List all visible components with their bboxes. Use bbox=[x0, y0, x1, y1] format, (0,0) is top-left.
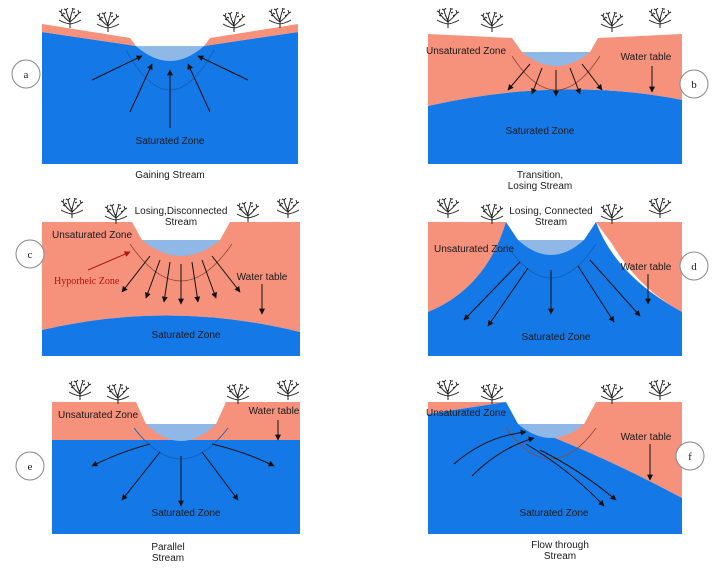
panel-badge bbox=[15, 239, 45, 269]
plant-icon bbox=[436, 198, 460, 218]
plant-icon bbox=[226, 384, 250, 404]
plant-icon bbox=[648, 380, 672, 400]
plant-icon bbox=[600, 204, 624, 224]
panel-badge-label: d bbox=[691, 261, 697, 273]
unsaturated-zone-d bbox=[428, 222, 682, 312]
flow-arrows-c bbox=[121, 255, 265, 315]
plant-icon bbox=[648, 8, 672, 28]
flow-arrows-e bbox=[91, 420, 281, 507]
plant-icon bbox=[276, 198, 300, 218]
unsaturated-zone-label: Unsaturated Zone bbox=[426, 46, 506, 57]
plant-icon bbox=[600, 12, 624, 32]
panel-badge bbox=[679, 69, 709, 99]
plant-icon bbox=[222, 12, 246, 32]
plant-icon bbox=[276, 380, 300, 400]
water-table-label: Water table bbox=[237, 272, 288, 283]
plant-icon bbox=[480, 384, 504, 404]
stream-b bbox=[522, 52, 590, 66]
unsaturated-zone-label: Unsaturated Zone bbox=[434, 244, 514, 255]
saturated-zone-label: Saturated Zone bbox=[522, 332, 591, 343]
panel-b: Unsaturated Zone Water table Saturated Z… bbox=[426, 8, 709, 192]
unsaturated-zone-a bbox=[42, 24, 298, 46]
panel-badge-label: f bbox=[688, 451, 692, 463]
hyporheic-zone-f bbox=[505, 427, 597, 460]
flow-arrows-f bbox=[453, 429, 653, 507]
panel-badge-label: c bbox=[28, 249, 33, 261]
water-table-label: Water table bbox=[621, 52, 672, 63]
saturated-zone-label: Saturated Zone bbox=[152, 330, 221, 341]
plant-icon bbox=[106, 384, 130, 404]
panel-caption: Transition,Losing Stream bbox=[508, 170, 572, 192]
plant-icon bbox=[96, 12, 120, 32]
plant-icon bbox=[480, 12, 504, 32]
stream-e bbox=[146, 424, 216, 441]
panel-caption: Gaining Stream bbox=[135, 170, 204, 181]
saturated-zone-f bbox=[428, 402, 682, 534]
plant-icon bbox=[68, 380, 92, 400]
panel-badge-label: b bbox=[691, 79, 697, 91]
panel-badge-label: e bbox=[28, 461, 33, 473]
unsaturated-zone-label: Unsaturated Zone bbox=[52, 230, 132, 241]
panel-badge-label: a bbox=[24, 69, 29, 81]
flow-arrows-a bbox=[91, 55, 249, 128]
plant-icon bbox=[104, 204, 128, 224]
plant-icon bbox=[480, 204, 504, 224]
unsaturated-zone-e bbox=[52, 402, 300, 440]
panel-badge bbox=[679, 251, 709, 281]
flow-arrows-b bbox=[507, 63, 655, 97]
plant-icon bbox=[436, 380, 460, 400]
water-table-label: Water table bbox=[249, 406, 300, 417]
panel-f: Unsaturated Zone Water table Saturated Z… bbox=[426, 380, 705, 562]
stream-f bbox=[518, 424, 584, 438]
stream-c bbox=[142, 240, 220, 256]
plant-icon bbox=[268, 8, 292, 28]
stream-d bbox=[518, 240, 584, 255]
plant-icon bbox=[236, 202, 260, 222]
hyporheic-zone-label: Hyporheic Zone bbox=[54, 276, 120, 287]
plant-icon bbox=[60, 198, 84, 218]
panel-a: Saturated Zone Gaining Stream a bbox=[11, 8, 298, 181]
unsaturated-zone-c bbox=[42, 222, 300, 332]
saturated-zone-c bbox=[42, 315, 300, 356]
unsaturated-zone-label: Unsaturated Zone bbox=[58, 410, 138, 421]
flow-arrows-d bbox=[463, 259, 651, 327]
saturated-zone-b bbox=[428, 89, 682, 164]
plant-icon bbox=[58, 8, 82, 28]
saturated-zone-label: Saturated Zone bbox=[506, 126, 575, 137]
panel-badge bbox=[11, 59, 41, 89]
saturated-zone-label: Saturated Zone bbox=[152, 508, 221, 519]
hyporheic-pointer bbox=[87, 251, 131, 271]
saturated-zone-label: Saturated Zone bbox=[520, 508, 589, 519]
water-table-label: Water table bbox=[621, 262, 672, 273]
unsaturated-zone-f bbox=[428, 402, 682, 498]
plant-icon bbox=[436, 8, 460, 28]
unsaturated-zone-label: Unsaturated Zone bbox=[426, 408, 506, 419]
panel-badge bbox=[15, 451, 45, 481]
panel-badge bbox=[675, 441, 705, 471]
saturated-zone-label: Saturated Zone bbox=[136, 136, 205, 147]
panel-e: Unsaturated Zone Water table Saturated Z… bbox=[15, 380, 300, 564]
saturated-zone-e bbox=[52, 440, 300, 534]
plant-icon bbox=[648, 198, 672, 218]
water-table-label: Water table bbox=[621, 432, 672, 443]
unsaturated-zone-b bbox=[428, 34, 682, 106]
plant-icon bbox=[600, 384, 624, 404]
stream-a bbox=[136, 46, 204, 61]
